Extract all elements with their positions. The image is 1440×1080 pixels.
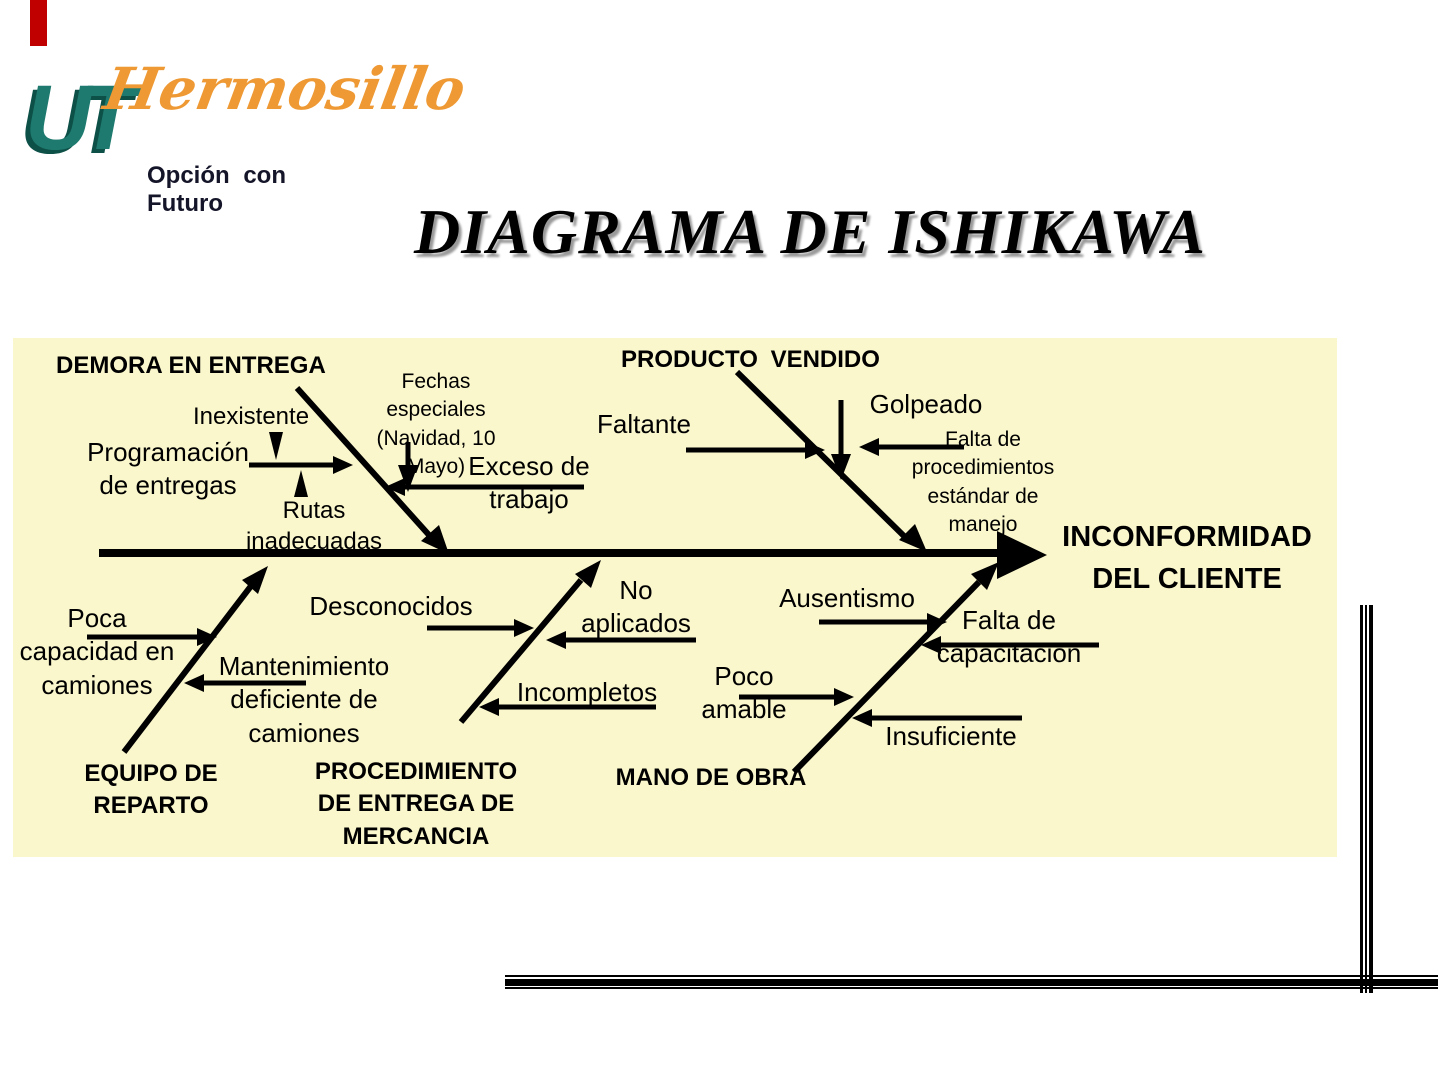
- cause-insuficiente: Insuficiente: [885, 721, 1017, 751]
- arrow-exceso: [385, 478, 584, 496]
- cause-desconocidos: Desconocidos: [309, 591, 473, 621]
- arrow-ausentismo: [819, 613, 947, 631]
- arrow-poco-amable: [739, 688, 854, 706]
- arrow-programacion: [249, 456, 353, 474]
- cause-faltante: Faltante: [597, 409, 691, 439]
- branch-header-producto: PRODUCTO VENDIDO: [621, 346, 880, 373]
- cause-falta-procedimientos: Falta de procedimientos estándar de mane…: [911, 428, 1055, 537]
- ut-hermosillo-logo: UT Hermosillo Opción con Futuro: [25, 55, 471, 217]
- arrow-fechas: [398, 442, 418, 492]
- bone-equipo: [121, 566, 268, 754]
- arrow-mantenimiento: [184, 674, 306, 692]
- bone-procedimiento: [458, 560, 601, 724]
- cause-falta-capacitacion: Falta de capacitación: [936, 605, 1082, 669]
- cause-mantenimiento: Mantenimiento deficiente de camiones: [218, 651, 390, 748]
- cause-poca-capacidad: Poca capacidad en camiones: [19, 603, 175, 700]
- fishbone-panel: DEMORA EN ENTREGA PRODUCTO VENDIDO EQUIP…: [13, 338, 1337, 857]
- arrow-desconocidos: [427, 619, 534, 637]
- arrow-poca-capacidad: [87, 628, 217, 646]
- branch-header-equipo: EQUIPO DE REPARTO: [84, 760, 218, 820]
- cause-incompletos: Incompletos: [516, 677, 658, 707]
- bone-demora: [294, 385, 449, 554]
- slide-title: DIAGRAMA DE ISHIKAWA: [414, 195, 1206, 267]
- logo-tagline: Opción con Futuro: [147, 162, 286, 217]
- arrow-rutas: [294, 470, 308, 497]
- arrow-golpeado: [831, 400, 851, 480]
- arrow-falta-capacitacion: [921, 636, 1099, 654]
- branch-header-demora: DEMORA EN ENTREGA: [56, 352, 326, 379]
- arrow-faltante: [686, 441, 825, 459]
- bone-producto: [734, 369, 927, 552]
- cause-inexistente: Inexistente: [192, 403, 310, 430]
- cause-golpeado: Golpeado: [869, 389, 983, 419]
- logo-ut-monogram: UT: [25, 67, 136, 169]
- cause-poco-amable: Poco amable: [701, 661, 787, 725]
- logo-name-text: Hermosillo: [99, 55, 471, 123]
- cause-no-aplicados: No aplicados: [581, 575, 691, 639]
- arrow-falta-procedimientos: [859, 438, 964, 456]
- branch-header-procedimiento: PROCEDIMIENTO DE ENTREGA DE MERCANCIA: [314, 758, 518, 850]
- arrow-inexistente: [269, 432, 283, 460]
- cause-programacion: Programación de entregas: [87, 437, 249, 501]
- cause-exceso: Exceso de trabajo: [468, 451, 590, 515]
- arrow-incompletos: [479, 698, 656, 716]
- decor-horizontal-line: [505, 975, 1438, 989]
- fishbone-drawing: [87, 369, 1099, 775]
- decor-vertical-line: [1360, 605, 1373, 993]
- cause-fechas: Fechas especiales (Navidad, 10 Mayo): [376, 370, 496, 479]
- spine-arrowhead: [997, 531, 1047, 579]
- slide-accent-bar: [30, 0, 47, 46]
- effect-label: INCONFORMIDAD DEL CLIENTE: [1062, 521, 1312, 596]
- arrow-no-aplicados: [546, 631, 696, 649]
- cause-ausentismo: Ausentismo: [779, 583, 915, 613]
- bone-mano-de-obra: [791, 562, 999, 775]
- cause-rutas: Rutas inadecuadas: [245, 497, 383, 555]
- arrow-insuficiente: [852, 709, 1022, 727]
- branch-header-mano-de-obra: MANO DE OBRA: [615, 764, 807, 791]
